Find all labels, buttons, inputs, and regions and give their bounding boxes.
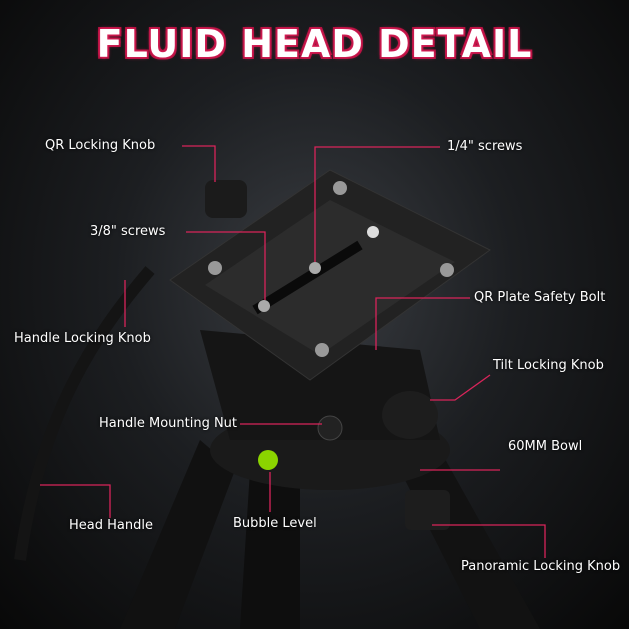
tripod-leg-right <box>400 450 540 629</box>
safety-pin <box>367 226 379 238</box>
three-eighth-screw <box>258 300 270 312</box>
label-qr-locking-knob: QR Locking Knob <box>45 138 156 153</box>
tripod-leg-center <box>240 470 300 629</box>
panoramic-knob <box>405 490 450 530</box>
tilt-knob <box>382 391 438 439</box>
label-quarter-screws: 1/4" screws <box>447 139 523 154</box>
plate-top <box>205 200 455 355</box>
leader-lines <box>40 145 546 558</box>
qr-knob <box>205 180 247 218</box>
label-head-handle: Head Handle <box>69 518 153 533</box>
page-title: FLUID HEAD DETAIL <box>96 22 533 66</box>
quarter-screw <box>309 262 321 274</box>
screw <box>315 343 329 357</box>
head-body <box>200 330 440 440</box>
bubble-level <box>258 450 278 470</box>
label-panoramic-locking-knob: Panoramic Locking Knob <box>461 559 621 574</box>
plate-slot <box>252 240 363 315</box>
screw <box>208 261 222 275</box>
label-handle-mounting-nut: Handle Mounting Nut <box>99 416 238 431</box>
label-qr-plate-safety-bolt: QR Plate Safety Bolt <box>474 290 606 305</box>
screw <box>440 263 454 277</box>
label-handle-locking-knob: Handle Locking Knob <box>14 331 151 346</box>
label-bubble-level: Bubble Level <box>233 516 317 531</box>
mounting-nut <box>317 415 343 441</box>
label-tilt-locking-knob: Tilt Locking Knob <box>493 358 604 373</box>
head-handle <box>14 266 155 561</box>
label-three-eighth-screws: 3/8" screws <box>90 224 166 239</box>
screw <box>333 181 347 195</box>
tripod-leg-left <box>120 440 235 629</box>
label-bowl: 60MM Bowl <box>508 439 583 454</box>
